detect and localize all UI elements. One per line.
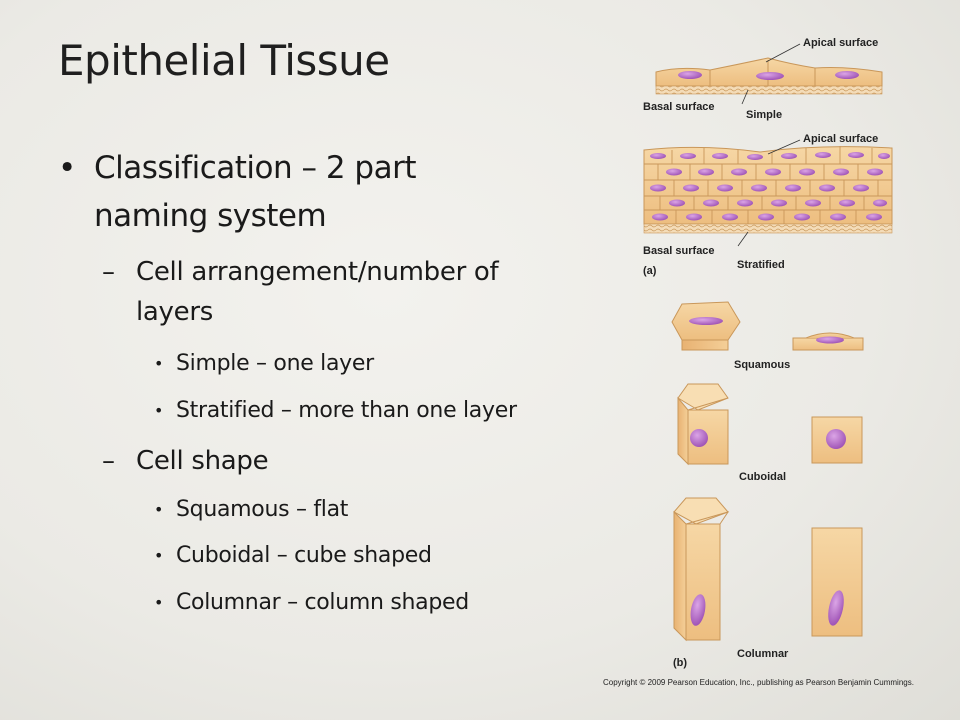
basal-surface-label: Basal surface bbox=[643, 245, 715, 257]
bullet-marker: • bbox=[154, 354, 164, 373]
bullet-text: Cell shape bbox=[136, 446, 269, 476]
copyright-notice: Copyright © 2009 Pearson Education, Inc.… bbox=[603, 678, 914, 687]
bullet-line: Classification – 2 part bbox=[94, 150, 416, 186]
dash-marker: – bbox=[102, 257, 115, 287]
bullet-text: Cell arrangement/number of layers bbox=[136, 252, 499, 332]
bullet-columnar: • Columnar – column shaped bbox=[154, 587, 469, 619]
bullet-cell-arrangement: – Cell arrangement/number of layers bbox=[102, 252, 499, 332]
apical-surface-label: Apical surface bbox=[803, 133, 878, 145]
columnar-label: Columnar bbox=[737, 648, 789, 660]
epithelium-figure: Apical surface Basal surface Simple bbox=[600, 28, 950, 692]
simple-label: Simple bbox=[746, 109, 782, 121]
bullet-text: Stratified – more than one layer bbox=[176, 398, 517, 423]
bullet-text: Cuboidal – cube shaped bbox=[176, 543, 432, 568]
bullet-text: Classification – 2 part naming system bbox=[94, 144, 416, 240]
bullet-marker: • bbox=[58, 150, 76, 186]
cuboidal-label: Cuboidal bbox=[739, 471, 786, 483]
bullet-line: layers bbox=[136, 297, 213, 327]
simple-epithelium-illustration bbox=[655, 43, 883, 105]
part-a-label: (a) bbox=[643, 265, 657, 277]
bullet-cell-shape: – Cell shape bbox=[102, 441, 269, 481]
bullet-marker: • bbox=[154, 593, 164, 612]
columnar-cell-illustration bbox=[673, 497, 863, 642]
bullet-text: Columnar – column shaped bbox=[176, 590, 469, 615]
bullet-stratified: • Stratified – more than one layer bbox=[154, 395, 517, 427]
part-b-label: (b) bbox=[673, 657, 687, 669]
bullet-marker: • bbox=[154, 500, 164, 519]
bullet-marker: • bbox=[154, 401, 164, 420]
bullet-text: Squamous – flat bbox=[176, 497, 349, 522]
slide-title: Epithelial Tissue bbox=[58, 36, 390, 85]
bullet-line: Cell arrangement/number of bbox=[136, 257, 499, 287]
bullet-line: naming system bbox=[94, 198, 327, 234]
squamous-label: Squamous bbox=[734, 359, 790, 371]
bullet-cuboidal: • Cuboidal – cube shaped bbox=[154, 540, 432, 572]
basal-surface-label: Basal surface bbox=[643, 101, 715, 113]
bullet-text: Simple – one layer bbox=[176, 351, 374, 376]
dash-marker: – bbox=[102, 446, 115, 476]
bullet-classification: • Classification – 2 part naming system bbox=[58, 144, 416, 240]
stratified-label: Stratified bbox=[737, 259, 785, 271]
squamous-cell-illustration bbox=[671, 301, 864, 351]
apical-surface-label: Apical surface bbox=[803, 37, 878, 49]
bullet-simple: • Simple – one layer bbox=[154, 348, 374, 380]
bullet-squamous: • Squamous – flat bbox=[154, 494, 348, 526]
stratified-epithelium-illustration bbox=[643, 139, 893, 247]
bullet-marker: • bbox=[154, 546, 164, 565]
cuboidal-cell-illustration bbox=[677, 383, 863, 466]
